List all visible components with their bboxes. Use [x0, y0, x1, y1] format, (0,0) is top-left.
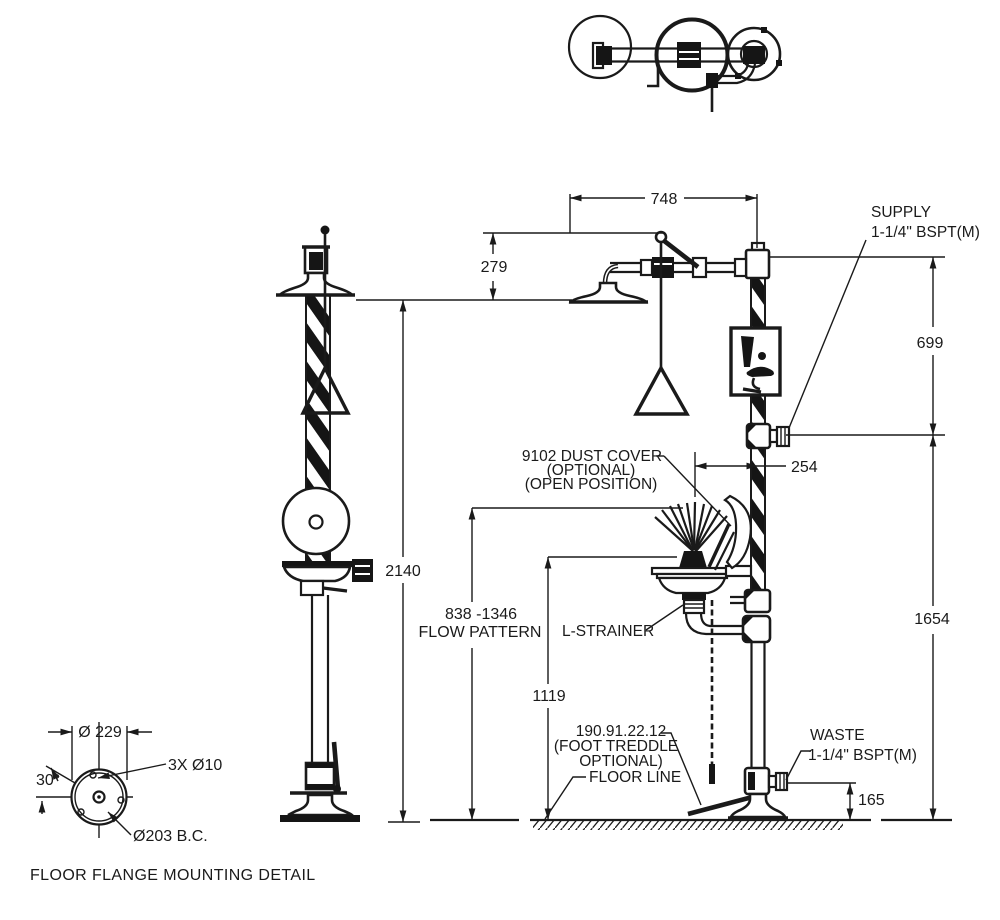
treadle-leader: [661, 732, 702, 806]
bowl-valve-side: [299, 579, 325, 597]
spray-head: [679, 551, 707, 568]
svg-text:1-1/4" BSPT(M): 1-1/4" BSPT(M): [871, 224, 980, 241]
dim-flow-pattern: 838 -1346 FLOW PATTERN: [419, 508, 542, 820]
bolt-holes-text: 3X Ø10: [168, 757, 222, 774]
shower-bell-side: [277, 271, 355, 297]
valve-handle-side: [322, 586, 348, 593]
foot-pedal-side: [331, 741, 341, 790]
supply-label: SUPPLY 1-1/4" BSPT(M): [788, 204, 980, 429]
side-view: [276, 225, 373, 822]
bolt-hole: [117, 796, 125, 804]
dim-254-text: 254: [791, 459, 818, 476]
waste-fitting: [774, 771, 789, 792]
flange-diameter-text: Ø 229: [78, 724, 122, 741]
eyewash-supply-tee: [743, 588, 772, 614]
svg-text:1-1/4" BSPT(M): 1-1/4" BSPT(M): [808, 747, 917, 764]
arm-union: [677, 42, 701, 68]
svg-text:190.91.22.12: 190.91.22.12: [576, 723, 667, 740]
bowl-bracket-front: [724, 564, 753, 578]
svg-text:SUPPLY: SUPPLY: [871, 204, 931, 221]
shower-bell-front: [568, 281, 649, 304]
dust-cover-side-circle: [281, 486, 351, 556]
dim-165-text: 165: [858, 792, 885, 809]
dim-flow-label-text: FLOW PATTERN: [419, 624, 542, 641]
strainer-leader: [645, 604, 684, 631]
dim-2140: 2140: [385, 300, 421, 822]
svg-text:(OPTIONAL): (OPTIONAL): [547, 462, 636, 479]
dust-cover-open: [723, 494, 752, 570]
eyewash-assembly: [650, 494, 772, 644]
detail-title: FLOOR FLANGE MOUNTING DETAIL: [30, 867, 316, 884]
front-view: [568, 230, 791, 820]
bolt-angle-text: 30°: [36, 772, 60, 789]
dim-1119: 1119: [532, 557, 566, 820]
floor-flange-side: [287, 793, 356, 817]
dim-279: 279: [481, 233, 508, 300]
labels: SUPPLY 1-1/4" BSPT(M) 9102 DUST COVER (O…: [522, 204, 980, 820]
bolt-hole: [77, 808, 85, 816]
shower-pictogram-icon: [741, 336, 774, 394]
floor-line-leader: [544, 776, 586, 820]
dim-748-text: 748: [651, 191, 678, 208]
lever-arm: [661, 238, 700, 269]
svg-text:OPTIONAL): OPTIONAL): [579, 753, 663, 770]
base-plate-side: [280, 815, 360, 822]
floor-line-label: FLOOR LINE: [544, 769, 681, 820]
floor-flange-front: [729, 792, 787, 819]
top-plan-view: [567, 14, 782, 112]
svg-text:9102 DUST COVER: 9102 DUST COVER: [522, 448, 662, 465]
dim-254: 254: [695, 459, 818, 476]
drain-elbow: [741, 614, 772, 644]
spray-fan: [654, 501, 728, 552]
ground-hatching: [533, 821, 843, 830]
dim-748: 748: [570, 191, 757, 208]
treadle-label: 190.91.22.12 (FOOT TREDDLE OPTIONAL): [554, 723, 702, 806]
safety-sign: [729, 326, 782, 397]
cover-arm: [707, 523, 731, 568]
l-strainer-fitting: [682, 598, 706, 615]
arm-union-front: [652, 257, 674, 278]
flange-bolt: [776, 60, 782, 66]
bolt-hole: [89, 771, 97, 779]
svg-text:FLOOR LINE: FLOOR LINE: [589, 769, 681, 786]
dimensions: 748 279 2140 699 1654 254: [356, 191, 950, 823]
dim-699: 699: [917, 257, 944, 435]
pull-handle-front: [633, 364, 690, 416]
dim-flow-range-text: 838 -1346: [445, 606, 517, 623]
svg-text:L-STRAINER: L-STRAINER: [562, 623, 654, 640]
top-tee: [744, 248, 771, 280]
dim-165: 165: [846, 783, 885, 820]
flange-bolt: [761, 27, 767, 33]
dim-1654-text: 1654: [914, 611, 950, 628]
svg-text:WASTE: WASTE: [810, 727, 865, 744]
standpipe-tee-top: [743, 46, 765, 64]
dim-279-text: 279: [481, 259, 508, 276]
bolt-circle-text: Ø203 B.C.: [133, 828, 208, 845]
svg-text:(FOOT TREDDLE: (FOOT TREDDLE: [554, 738, 678, 755]
dim-1654: 1654: [914, 435, 950, 820]
bowl-bracket-side: [352, 559, 373, 582]
eyewash-bowl-side: [282, 565, 352, 583]
dust-cover-leader: [663, 455, 732, 527]
valve-rod-ball: [320, 225, 330, 235]
supply-fitting: [775, 425, 791, 448]
waste-label: WASTE 1-1/4" BSPT(M): [785, 727, 917, 781]
foot-treadle-pedal: [687, 792, 761, 817]
pull-handle-side: [300, 364, 351, 415]
dim-1119-text: 1119: [532, 688, 565, 705]
floor-line-group: [430, 818, 952, 830]
waste-leader: [785, 750, 811, 781]
dim-699-text: 699: [917, 335, 944, 352]
dust-cover-label: 9102 DUST COVER (OPTIONAL) (OPEN POSITIO…: [522, 448, 732, 527]
flange-detail: Ø 229 30° 3X Ø10 Ø203 B.C.: [36, 722, 222, 845]
dim-2140-text: 2140: [385, 563, 421, 580]
eyewash-bowl-front: [657, 576, 727, 595]
strainer-label: L-STRAINER: [562, 604, 684, 640]
supply-leader: [788, 239, 867, 429]
svg-text:(OPEN POSITION): (OPEN POSITION): [525, 476, 658, 493]
